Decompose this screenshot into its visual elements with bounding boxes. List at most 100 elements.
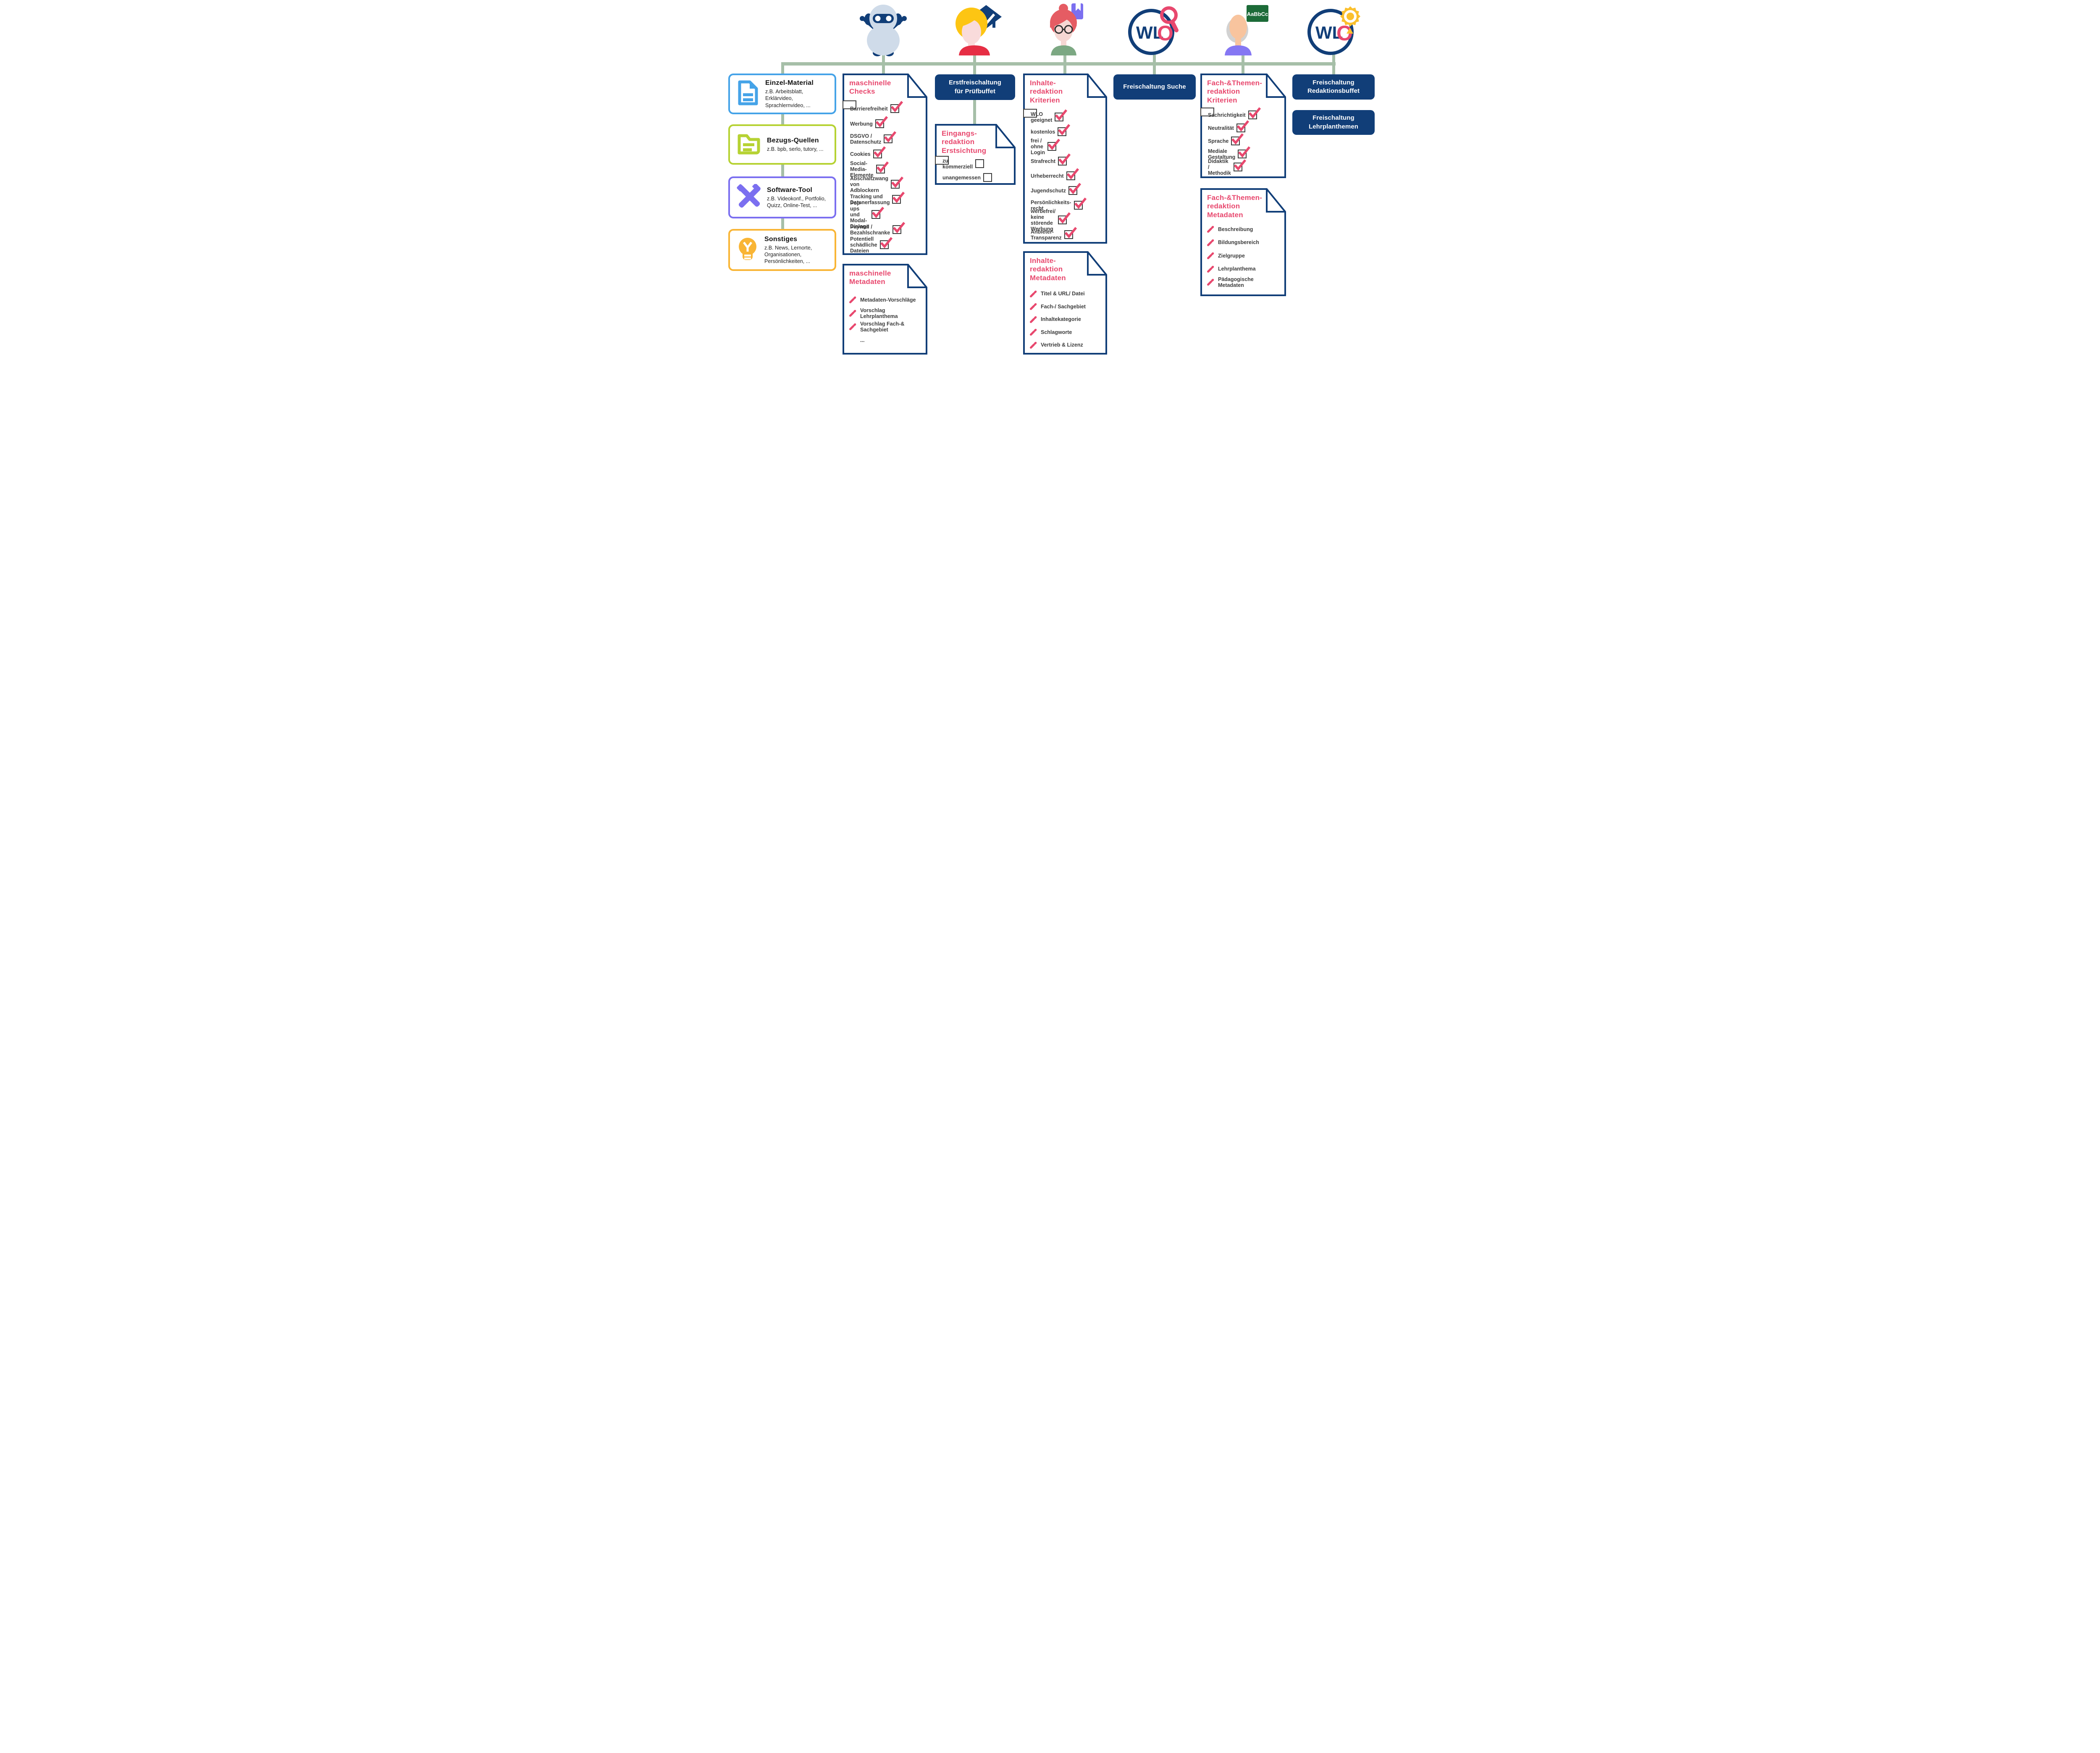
connector-line [882,49,885,64]
source-description: z.B. bpb, serlo, tutory, ... [767,146,824,152]
folder-icon [737,132,761,157]
metadata-item: Vorschlag Fach-& Sachgebiet [849,320,922,334]
check-icon [1231,133,1244,145]
card-title: Eingangs- redaktion Erstsichtung [942,129,987,155]
check-icon [1066,168,1079,180]
checkbox-checked-icon [1068,183,1082,195]
item-label: ... [860,337,865,343]
checkbox-empty-icon [975,159,984,168]
item-label: DSGVO / Datenschutz [850,133,882,145]
item-label: Urheberrecht [1031,173,1064,179]
card-title: Fach-&Themen- redaktion Metadaten [1207,194,1263,219]
item-label: Werbung [850,121,873,127]
source-description: z.B. Arbeitsblatt, Erklärvideo, Sprachle… [765,89,811,108]
check-icon [1058,212,1071,224]
connector-line [1242,64,1244,75]
metadata-item: ... [849,334,922,347]
robot-icon [858,1,908,58]
metadata-item: Titel & URL/ Datei [1030,287,1102,300]
connector-line [1063,50,1066,64]
check-icon [891,176,904,188]
connector-line [781,164,784,177]
item-label: Didaktik / Methodik [1208,158,1231,176]
item-label: Beschreibung [1218,226,1253,232]
card-title: maschinelle Metadaten [849,269,891,286]
card-title: Inhalte- redaktion Metadaten [1030,257,1066,282]
document-outline [935,124,1016,185]
metadata-item: Pädagogische Metadaten [1207,276,1281,289]
erstfreischaltung-pruefbuffet-node: Erstfreischaltung für Prüfbuffet [935,74,1015,100]
connector-line [1153,64,1156,76]
document-outline [843,264,927,355]
item-label: unangemessen [942,174,981,181]
pencil-icon [1207,279,1214,286]
wlo-logo-text-o: O [1157,21,1173,45]
check-icon [1248,107,1261,119]
check-icon [876,161,889,173]
item-label: zu kommerziell [942,158,973,170]
checkbox-checked-icon [1238,146,1251,159]
connector-line [1063,64,1066,75]
check-icon [1058,124,1071,136]
item-label: Pop-ups und Modal- Dialoge [850,200,869,229]
pencil-icon [1030,303,1037,310]
pencil-icon [1207,265,1214,273]
item-label: Anbieter- Transparenz [1031,229,1062,241]
pencil-spacer [849,336,856,344]
item-label: Metadaten-Vorschläge [860,297,916,303]
check-icon [873,146,886,158]
connector-line [973,64,976,76]
checkbox-checked-icon [873,146,886,159]
pencil-icon [1207,252,1214,260]
source-box-einzel-material: Einzel-Material z.B. Arbeitsblatt, Erklä… [728,74,836,114]
workflow-diagram: WL O AaBbCc WL O [721,0,1379,362]
check-icon [1055,109,1068,121]
check-icon [1058,153,1071,165]
connector-line [973,50,976,64]
item-label: Barrierefreiheit [850,105,888,112]
source-title: Software-Tool [767,186,813,194]
pencil-icon [1207,226,1214,233]
check-icon [1238,146,1251,158]
item-label: Neutralität [1208,125,1234,131]
checkbox-checked-icon [875,116,888,129]
check-icon [1236,120,1249,132]
document-outline [1200,188,1286,296]
checkbox-checked-icon [890,101,903,113]
metadata-item: Metadaten-Vorschläge [849,293,922,307]
checkbox-checked-icon [872,207,885,219]
source-description: z.B. Videokonf., Portfolio, Quizz, Onlin… [767,195,826,208]
metadata-item: Vertrieb & Lizenz [1030,339,1102,352]
metadata-item: Lehrplanthema [1207,263,1281,276]
item-label: Abschaltzwang von Adblockern [850,175,888,193]
check-icon [1234,159,1246,171]
item-label: Titel & URL/ Datei [1041,291,1085,297]
check-icon [893,222,906,234]
check-icon [884,131,897,143]
checkbox-checked-icon [1248,107,1261,120]
metadata-item: Beschreibung [1207,223,1281,236]
source-description: z.B. News, Lernorte, Organisationen, Per… [764,244,812,265]
item-label: Cookies [850,151,871,157]
item-label: Sprache [1208,138,1229,144]
item-label: Persönlichkeits- recht [1031,199,1071,211]
pencil-icon [849,296,856,304]
checkbox-checked-icon [891,176,904,189]
connector-line [1153,49,1156,64]
metadata-item: Inhaltekategorie [1030,313,1102,326]
pencil-icon [1030,342,1037,349]
checkbox-checked-icon [1047,139,1060,151]
checkbox-checked-icon [1066,168,1079,181]
subject-editor-icon: AaBbCc [1215,3,1270,58]
card-title: maschinelle Checks [849,79,891,96]
item-label: Bildungsbereich [1218,239,1259,246]
check-icon [1068,183,1082,194]
source-box-sonstiges: Sonstiges z.B. News, Lernorte, Organisat… [728,229,836,271]
check-icon [875,116,888,128]
metadata-item: Vorschlag Lehrplanthema [849,307,922,320]
card-title: Fach-&Themen- redaktion Kriterien [1207,79,1263,104]
check-icon [1047,139,1060,150]
wlo-badge-icon: WL O [1306,3,1363,58]
metadata-item: Bildungsbereich [1207,236,1281,250]
